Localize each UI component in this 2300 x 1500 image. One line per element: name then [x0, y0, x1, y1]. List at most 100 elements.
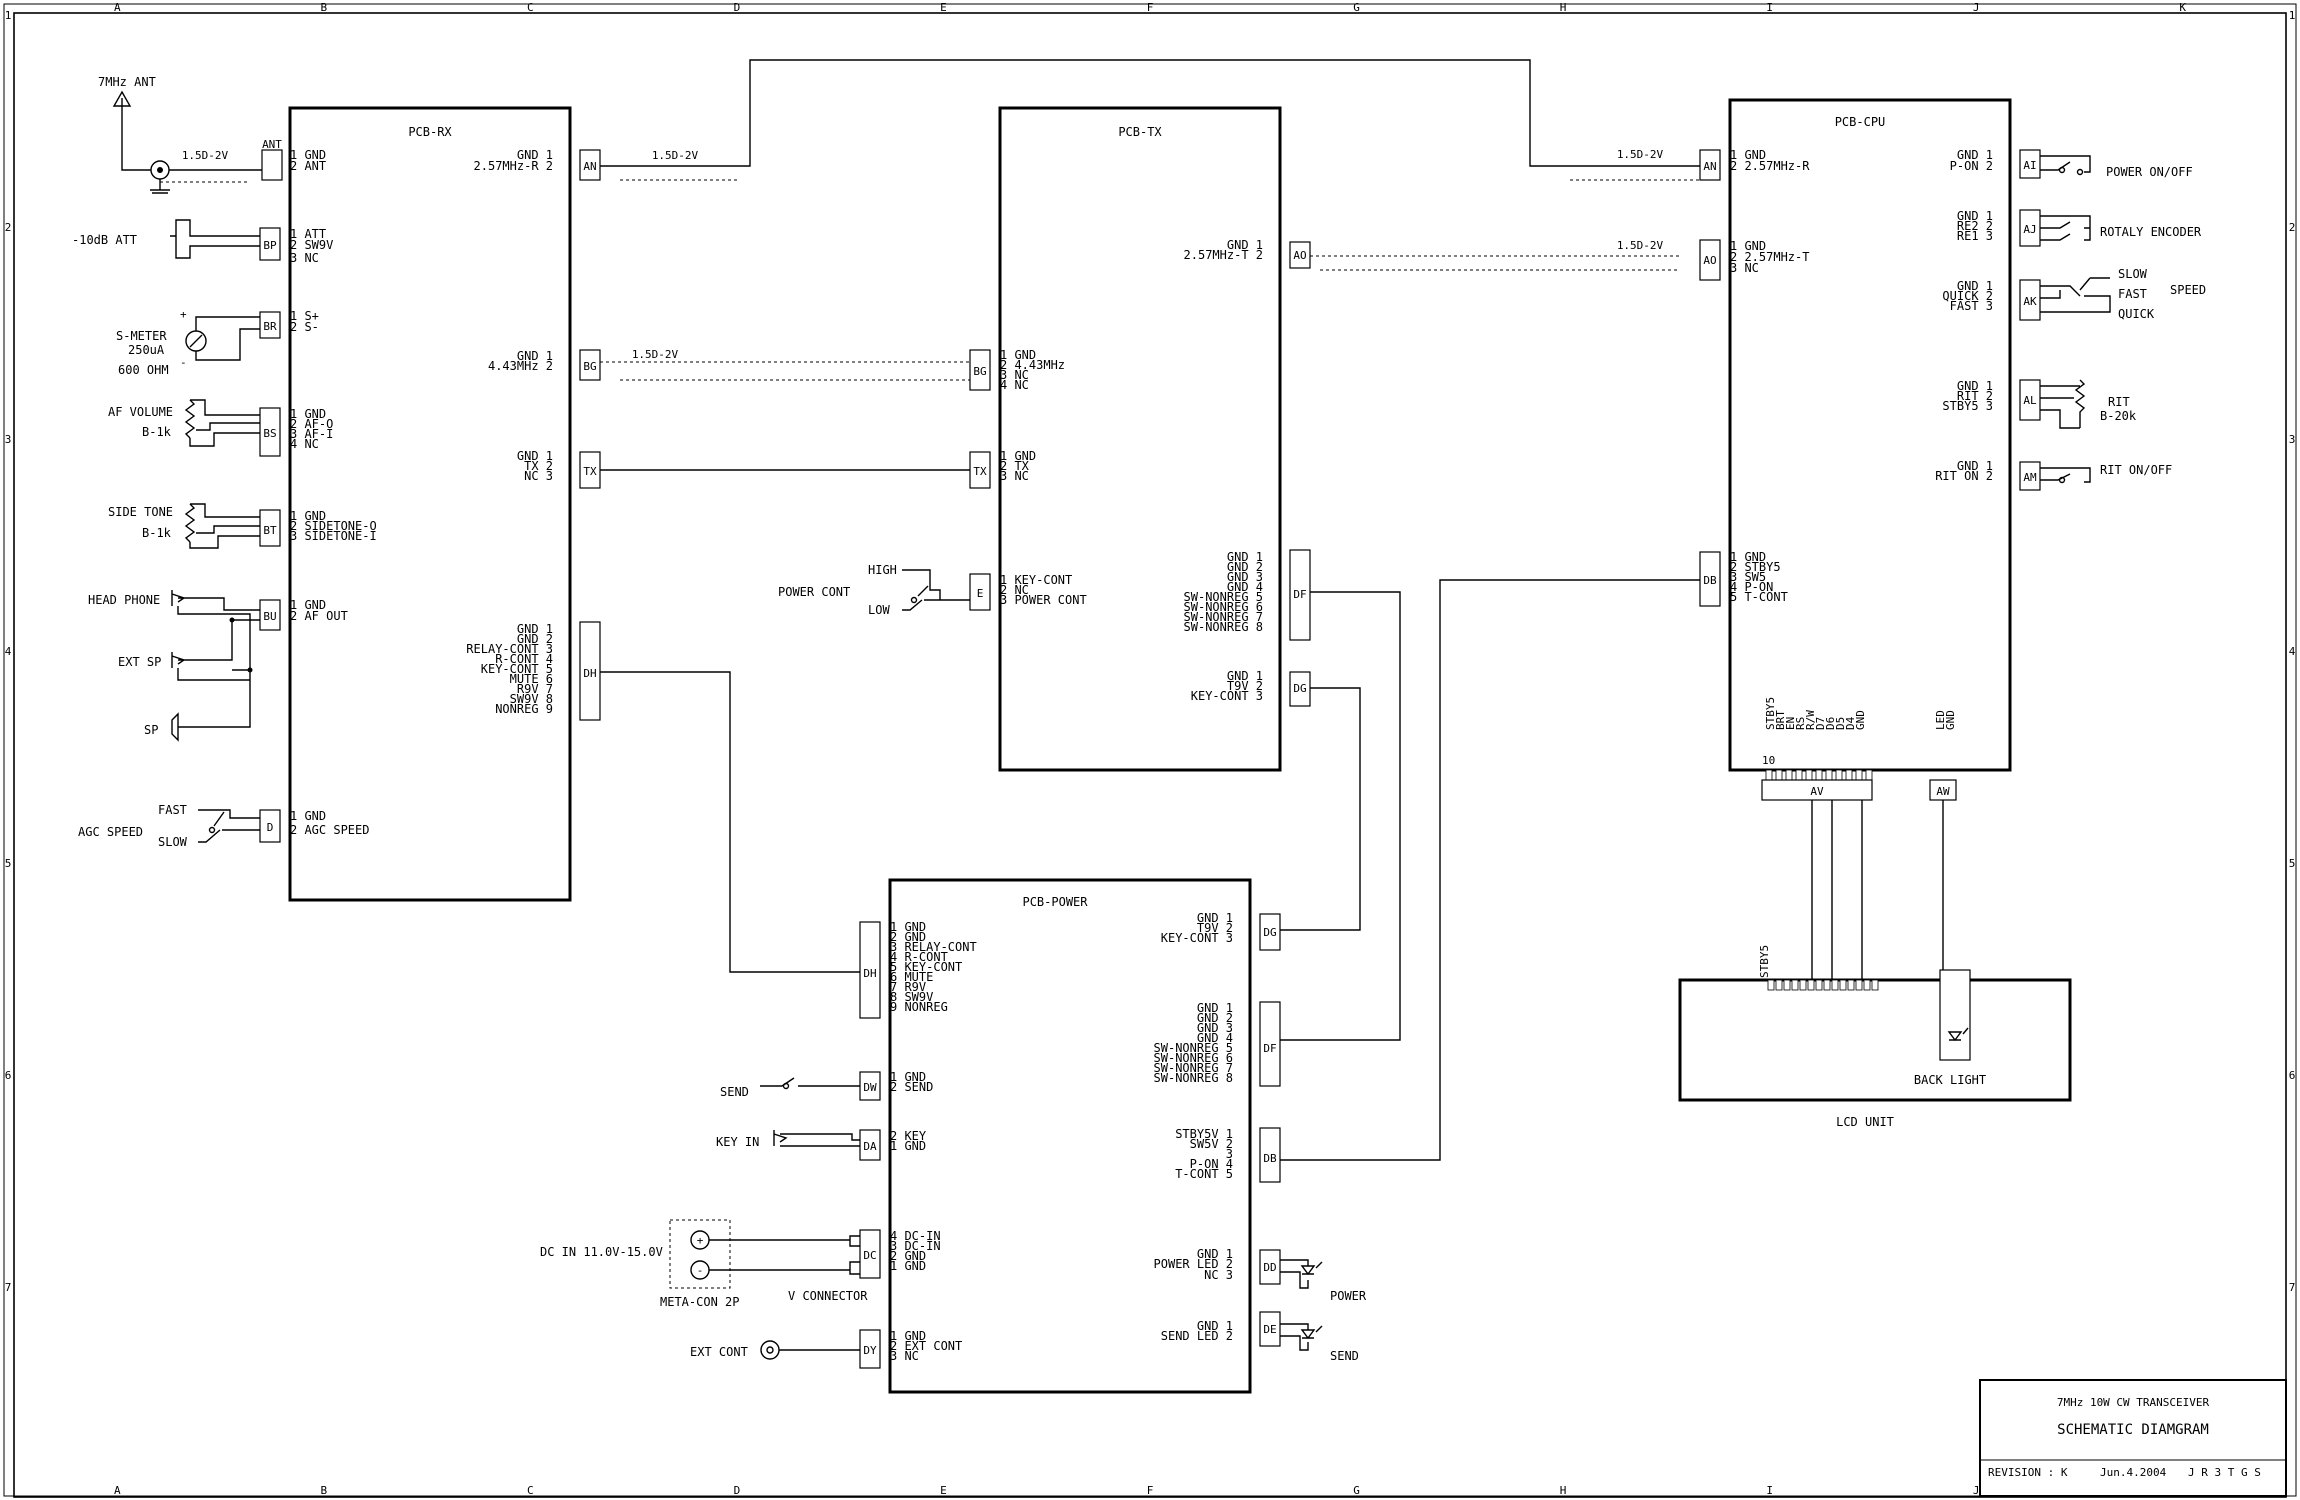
grid-col-bottom: I: [1766, 1484, 1773, 1497]
rx-an-name: AN: [583, 160, 596, 173]
title-date: Jun.4.2004: [2100, 1466, 2167, 1479]
connector-rx-bg: [579, 349, 601, 381]
rx-dh-pin-6: MUTE 6: [510, 672, 553, 686]
tx-bg-pin-1: 1 GND: [1000, 348, 1036, 362]
rx-an-pin-2: 2.57MHz-R 2: [474, 159, 553, 173]
tx-bg-name: BG: [973, 365, 986, 378]
grid-row-left: 2: [5, 221, 12, 234]
rx-dh-pin-4: R-CONT 4: [495, 652, 553, 666]
dw-name: DW: [863, 1081, 877, 1094]
pw-df-pin-3: GND 3: [1197, 1021, 1233, 1035]
tx-df-pin-2: GND 2: [1227, 560, 1263, 574]
tx-df-name: DF: [1293, 588, 1306, 601]
lcd-pin-tick: [1775, 979, 1783, 991]
ak-name: AK: [2023, 295, 2037, 308]
br-pin-1: 1 S+: [290, 309, 319, 323]
cpu-an-pin-1: 1 GND: [1730, 148, 1766, 162]
grid-row-right: 3: [2289, 433, 2296, 446]
ak-pin-1: GND 1: [1957, 279, 1993, 293]
ai-switch-icon: [2040, 155, 2091, 173]
grid-row-right: 5: [2289, 857, 2296, 870]
connector-ant: [261, 149, 283, 181]
board-pcb-power: [888, 878, 1252, 1394]
lcd-pin-tick: [1791, 979, 1799, 991]
dc-name: DC: [863, 1249, 876, 1262]
aj-pin-2: RE2 2: [1957, 219, 1993, 233]
switch-contact: [2058, 166, 2066, 174]
bp-name: BP: [263, 239, 277, 252]
dc-pin-3: 3 DC-IN: [890, 1239, 941, 1253]
cpu-ao-name: AO: [1703, 254, 1716, 267]
tx-df-pin-3: GND 3: [1227, 570, 1263, 584]
dc-pin-2: 2 GND: [890, 1249, 926, 1263]
aw-pin-label: LED: [1934, 710, 1947, 730]
bt-pin-3: 3 SIDETONE-I: [290, 529, 377, 543]
afvol-label: AF VOLUME: [108, 405, 173, 419]
send-switch-icon: [760, 1077, 860, 1087]
lcd-pin-stby5: STBY5: [1758, 945, 1771, 978]
e-pin-1: 1 KEY-CONT: [1000, 573, 1072, 587]
av-pin-tick: [1865, 769, 1873, 781]
smeter-ohm: 600 OHM: [118, 363, 169, 377]
title-line2: SCHEMATIC DIAMGRAM: [2057, 1422, 2209, 1438]
connector-tx-tx: [969, 451, 991, 489]
dy-name: DY: [863, 1344, 877, 1357]
pw-df-pin-8: SW-NONREG 8: [1154, 1071, 1233, 1085]
connector-cpu-an: [1699, 149, 1721, 181]
switch-contact: [208, 826, 216, 834]
backlight-label: BACK LIGHT: [1914, 1073, 1986, 1087]
av-pin-label: D7: [1814, 717, 1827, 730]
grid-col-top: K: [2179, 1, 2186, 14]
connector-de: [1259, 1311, 1281, 1347]
pw-dh-pin-8: 8 SW9V: [890, 990, 933, 1004]
key-jack-icon: [773, 1130, 860, 1147]
ant-pin-2: 2 ANT: [290, 159, 326, 173]
al-pot-icon: [2040, 379, 2086, 429]
rx-dh-pin-2: GND 2: [517, 632, 553, 646]
rx-dh-pin-1: GND 1: [517, 622, 553, 636]
rx-dh-pin-8: SW9V 8: [510, 692, 553, 706]
cpu-db-pin-2: 2 STBY5: [1730, 560, 1781, 574]
bs-pin-2: 2 AF-O: [290, 417, 333, 431]
cpu-db-pin-3: 3 SW5: [1730, 570, 1766, 584]
al-pin-3: STBY5 3: [1942, 399, 1993, 413]
connector-dy: [859, 1329, 881, 1369]
pw-df-pin-5: SW-NONREG 5: [1154, 1041, 1233, 1055]
dc-in-label: DC IN 11.0V-15.0V: [540, 1245, 663, 1259]
av-pin-label: D5: [1834, 717, 1847, 730]
av-pin-tick: [1765, 769, 1773, 781]
av-pin-tick: [1845, 769, 1853, 781]
bu-name: BU: [263, 610, 276, 623]
av-pin-label: D4: [1844, 716, 1857, 730]
vconn-label: V CONNECTOR: [788, 1289, 868, 1303]
connector-bs: [259, 407, 281, 457]
ext-cont-jack-icon: [760, 1340, 780, 1360]
plus-sign: +: [697, 1234, 704, 1247]
rx-to-cpu-wire: [740, 59, 1700, 167]
board-title-cpu: PCB-CPU: [1835, 115, 1886, 129]
bp-pin-3: 3 NC: [290, 251, 319, 265]
board-pcb-rx: [288, 106, 572, 902]
lcd-pin-tick: [1863, 979, 1871, 991]
ai-label: POWER ON/OFF: [2106, 165, 2193, 179]
pw-dg-name: DG: [1263, 926, 1276, 939]
aj-label: ROTALY ENCODER: [2100, 225, 2202, 239]
bp-pin-1: 1 ATT: [290, 227, 326, 241]
connector-ak: [2019, 279, 2041, 321]
connector-cpu-ao: [1699, 239, 1721, 281]
tx-bg-pin-2: 2 4.43MHz: [1000, 358, 1065, 372]
da-name: DA: [863, 1140, 877, 1153]
grid-col-top: F: [1147, 1, 1154, 14]
av-pin-tick: [1835, 769, 1843, 781]
av-pin-label: R/W: [1804, 710, 1817, 730]
connector-tx-ao: [1289, 241, 1311, 269]
sp-label: SP: [144, 723, 158, 737]
dd-led-label: POWER: [1330, 1289, 1367, 1303]
tx-dg-pin-3: KEY-CONT 3: [1191, 689, 1263, 703]
bt-pin-1: 1 GND: [290, 509, 326, 523]
tx-tx-name: TX: [973, 465, 987, 478]
av-pin-label: GND: [1854, 710, 1867, 730]
switch-contact: [2058, 476, 2066, 484]
